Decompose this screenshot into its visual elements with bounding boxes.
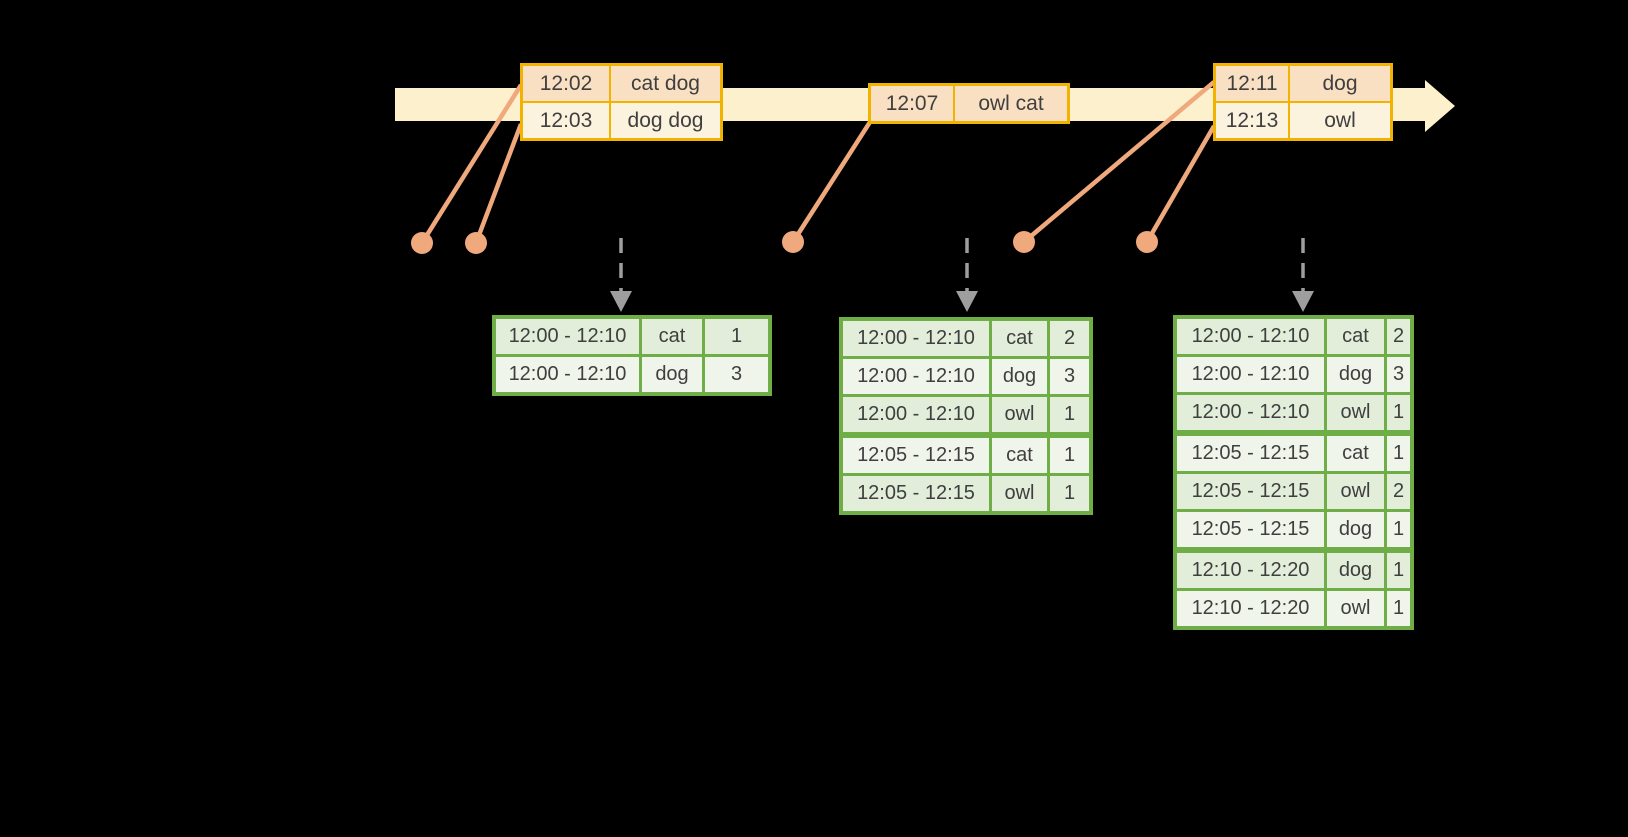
word-cell: owl — [1327, 395, 1387, 430]
event-table: 12:07 owl cat — [868, 83, 1070, 124]
word-cell: dog — [642, 357, 705, 392]
window-cell: 12:05 - 12:15 — [843, 476, 992, 511]
event-time-cell: 12:03 — [523, 103, 611, 138]
window-cell: 12:05 - 12:15 — [1177, 436, 1327, 471]
word-cell: owl — [992, 397, 1050, 432]
window-cell: 12:00 - 12:10 — [496, 357, 642, 392]
word-cell: cat — [1327, 436, 1387, 471]
trigger-arrowhead-icon — [956, 291, 978, 312]
event-row: 12:07 owl cat — [871, 86, 1067, 121]
event-words-cell: cat dog — [631, 72, 700, 95]
event-row: 12:02 cat dog — [523, 66, 720, 101]
event-time-dot — [465, 232, 487, 254]
event-words-cell: dog dog — [627, 109, 704, 132]
trigger-arrowhead-icon — [1292, 291, 1314, 312]
event-connector-line — [1145, 124, 1216, 244]
window-cell: 12:05 - 12:15 — [1177, 474, 1327, 509]
timeline-arrowhead-icon — [1425, 80, 1455, 132]
count-cell: 1 — [1392, 597, 1405, 619]
word-cell: owl — [1327, 591, 1387, 626]
count-cell: 2 — [1392, 480, 1405, 502]
event-words-cell: owl — [1324, 109, 1356, 132]
event-row: 12:03 dog dog — [523, 101, 720, 138]
word-cell: dog — [1327, 553, 1387, 588]
event-connector-line — [791, 120, 872, 244]
event-words-cell: owl cat — [978, 92, 1044, 115]
window-cell: 12:00 - 12:10 — [843, 321, 992, 356]
window-cell: 12:00 - 12:10 — [843, 397, 992, 432]
count-cell: 1 — [1392, 518, 1405, 540]
event-time-dot — [1013, 231, 1035, 253]
count-cell: 1 — [1392, 401, 1405, 423]
count-cell: 2 — [1063, 327, 1076, 349]
word-cell: cat — [992, 438, 1050, 473]
window-cell: 12:05 - 12:15 — [843, 438, 992, 473]
window-cell: 12:00 - 12:10 — [496, 319, 642, 354]
window-cell: 12:05 - 12:15 — [1177, 512, 1327, 547]
event-time-cell: 12:02 — [523, 66, 611, 101]
count-cell: 1 — [1063, 482, 1076, 504]
word-cell: dog — [1327, 512, 1387, 547]
word-cell: owl — [992, 476, 1050, 511]
count-cell: 1 — [1392, 442, 1405, 464]
word-cell: cat — [642, 319, 705, 354]
window-cell: 12:00 - 12:10 — [1177, 319, 1327, 354]
event-connector-line — [473, 123, 524, 244]
word-cell: cat — [1327, 319, 1387, 354]
word-cell: dog — [992, 359, 1050, 394]
event-time-dot — [1136, 231, 1158, 253]
event-connector-line — [1022, 80, 1216, 244]
word-cell: owl — [1327, 474, 1387, 509]
word-cell: cat — [992, 321, 1050, 356]
trigger-arrowhead-icon — [610, 291, 632, 312]
window-cell: 12:00 - 12:10 — [1177, 357, 1327, 392]
window-cell: 12:10 - 12:20 — [1177, 591, 1327, 626]
event-time-cell: 12:07 — [871, 86, 955, 121]
count-cell: 3 — [730, 363, 743, 385]
event-time-dot — [782, 231, 804, 253]
count-cell: 1 — [1063, 403, 1076, 425]
event-time-cell: 12:11 — [1216, 66, 1290, 101]
count-cell: 1 — [1063, 444, 1076, 466]
count-cell: 1 — [1392, 559, 1405, 581]
event-connector-line — [420, 83, 523, 245]
word-cell: dog — [1327, 357, 1387, 392]
window-cell: 12:00 - 12:10 — [1177, 395, 1327, 430]
window-cell: 12:00 - 12:10 — [843, 359, 992, 394]
event-row: 12:13 owl — [1216, 101, 1390, 138]
event-time-cell: 12:13 — [1216, 103, 1290, 138]
event-row: 12:11 dog — [1216, 66, 1390, 101]
event-table: 12:11 dog 12:13 owl — [1213, 63, 1393, 141]
count-cell: 3 — [1063, 365, 1076, 387]
count-cell: 1 — [730, 325, 743, 347]
window-cell: 12:10 - 12:20 — [1177, 553, 1327, 588]
count-cell: 3 — [1392, 363, 1405, 385]
event-table: 12:02 cat dog 12:03 dog dog — [520, 63, 723, 141]
count-cell: 2 — [1392, 325, 1405, 347]
event-time-dot — [411, 232, 433, 254]
event-words-cell: dog — [1322, 72, 1358, 95]
